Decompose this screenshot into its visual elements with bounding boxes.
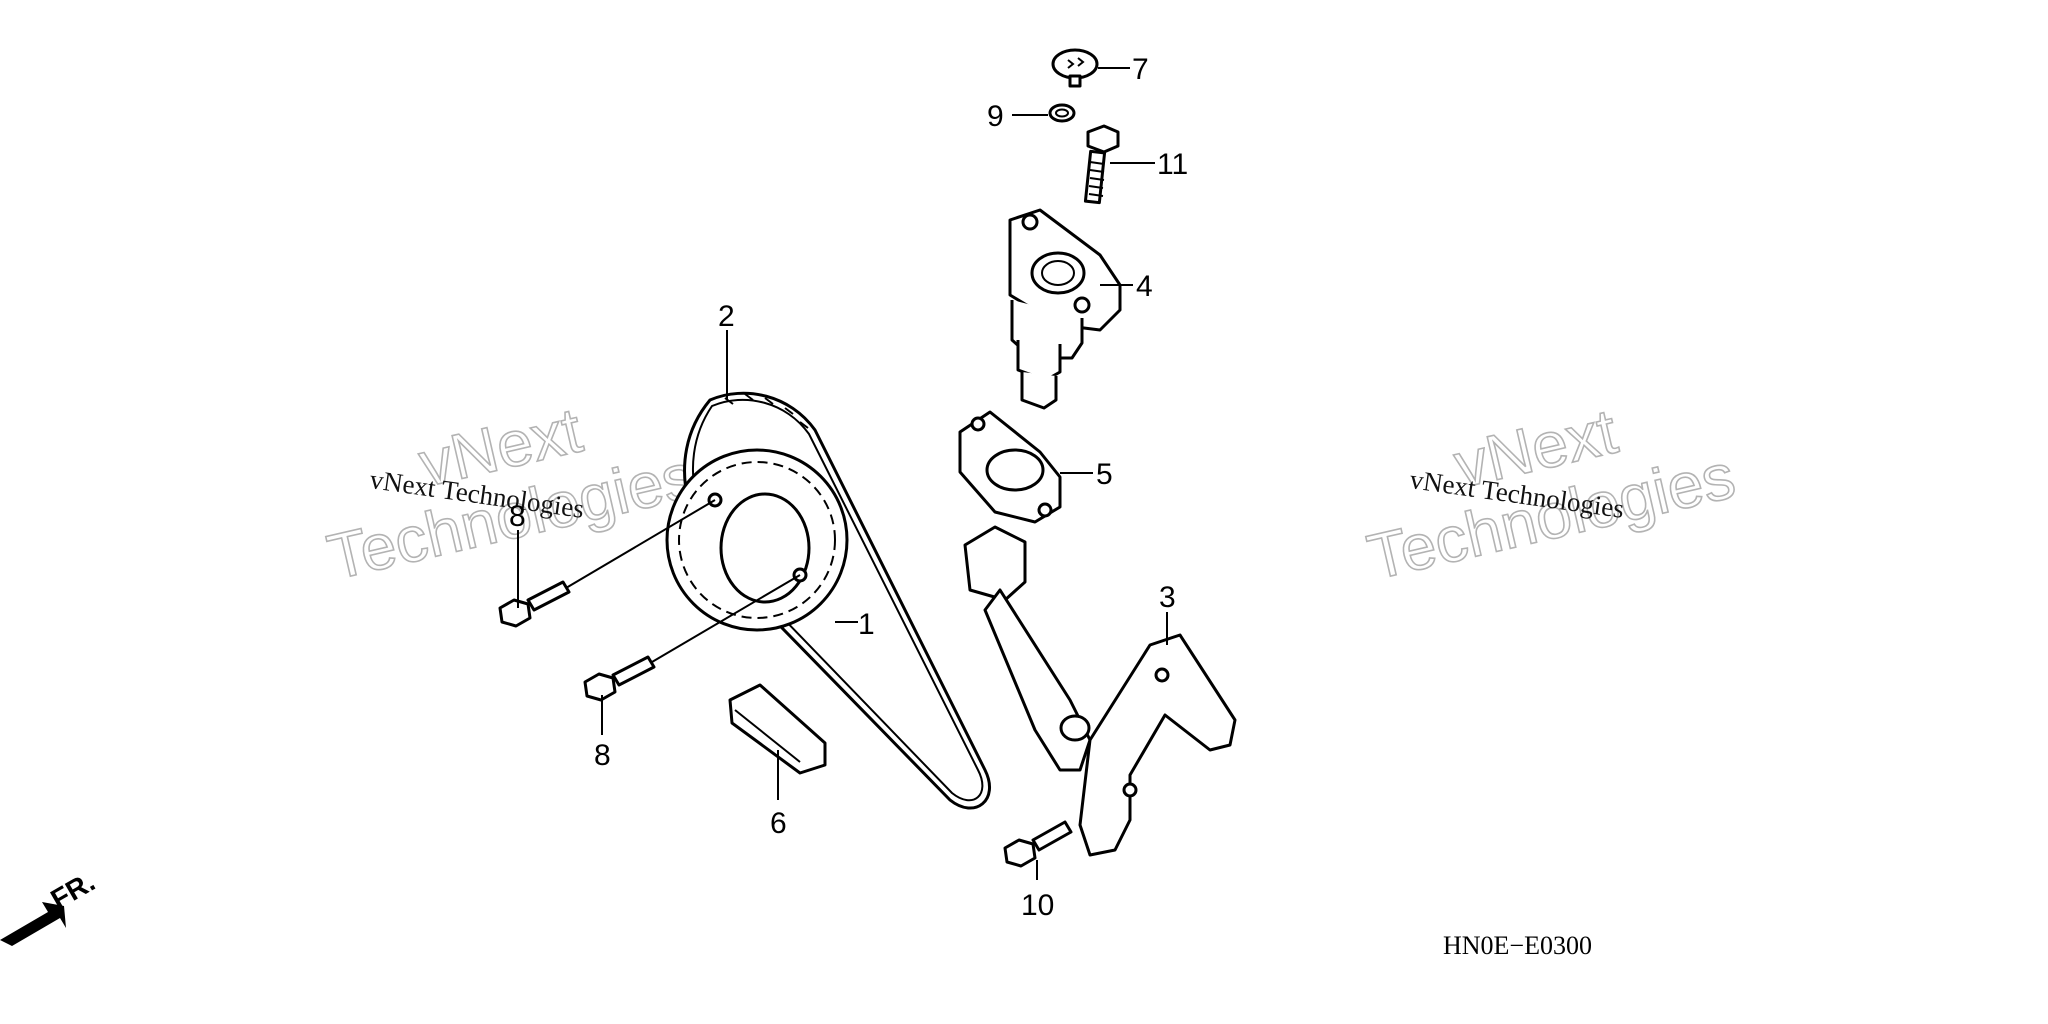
callout-3: 3	[1159, 581, 1176, 614]
callout-9: 9	[987, 100, 1004, 133]
arm-bolt-part	[1003, 820, 1073, 868]
callout-4: 4	[1136, 270, 1153, 303]
chain-guide-part	[728, 683, 827, 775]
tensioner-lifter-part	[1008, 208, 1122, 410]
o-ring-part	[1048, 103, 1076, 123]
callout-10: 10	[1021, 889, 1054, 922]
callout-8-upper: 8	[509, 500, 526, 533]
sealing-bolt-part	[1051, 48, 1099, 88]
lifter-gasket-part	[958, 410, 1062, 524]
front-arrow-icon: FR.	[0, 866, 100, 946]
leader-lines	[517, 67, 1168, 880]
tensioner-arm-part	[963, 525, 1237, 857]
cam-sprocket-part	[665, 448, 849, 632]
lifter-bolt-part	[1083, 124, 1120, 205]
sprocket-bolt-lower-part	[583, 655, 656, 702]
callout-5: 5	[1096, 458, 1113, 491]
callout-2: 2	[718, 300, 735, 333]
watermark-left: vNext Technologies vNext Technologies	[320, 393, 702, 595]
callout-7: 7	[1132, 53, 1149, 86]
callout-11: 11	[1157, 148, 1188, 181]
callout-8-lower: 8	[594, 739, 611, 772]
callout-6: 6	[770, 807, 787, 840]
watermark-right: vNext Technologies vNext Technologies	[1360, 394, 1742, 594]
sprocket-bolt-upper-part	[498, 580, 571, 628]
callout-1: 1	[858, 608, 875, 641]
diagram-code: HN0E−E0300	[1443, 931, 1592, 960]
